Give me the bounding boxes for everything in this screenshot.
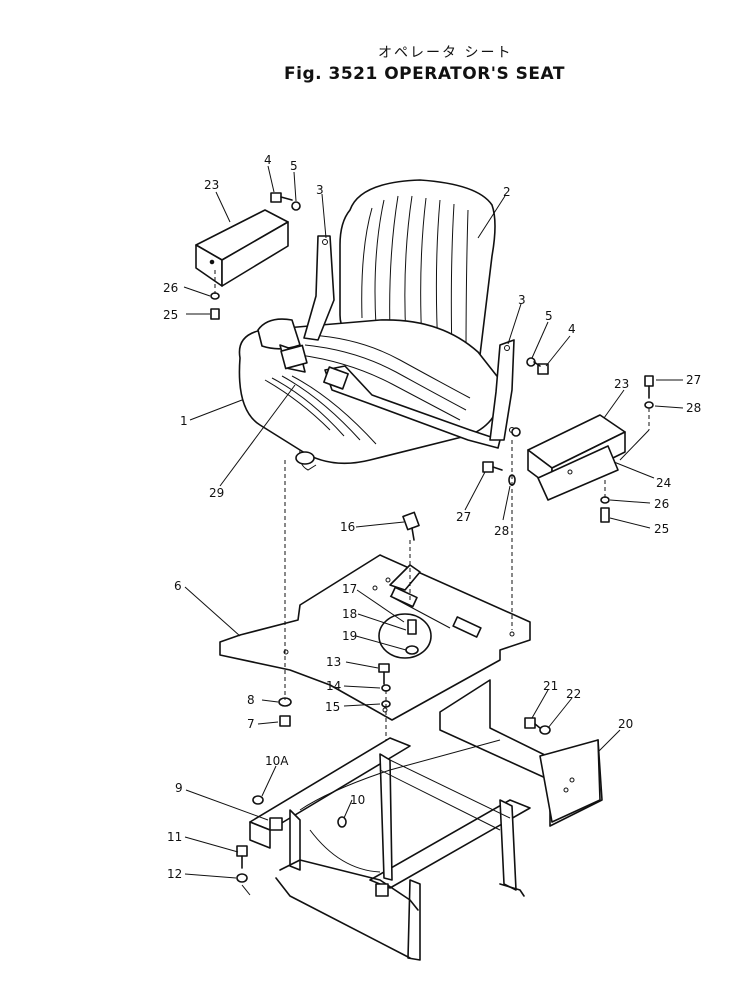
callout-10: 10 <box>350 793 365 807</box>
callout-8: 8 <box>247 693 255 707</box>
callout-5-left: 5 <box>290 159 298 173</box>
callout-7: 7 <box>247 717 255 731</box>
left-bracket <box>303 235 335 341</box>
callout-27-right: 27 <box>686 373 701 387</box>
callout-15: 15 <box>325 700 340 714</box>
callout-23-right: 23 <box>614 377 629 391</box>
callout-9: 9 <box>175 781 183 795</box>
callout-26-left: 26 <box>163 281 178 295</box>
callout-6: 6 <box>174 579 182 593</box>
callout-3-right: 3 <box>518 293 526 307</box>
callout-22: 22 <box>566 687 581 701</box>
callout-13: 13 <box>326 655 341 669</box>
callout-10a: 10A <box>265 754 289 768</box>
callout-14: 14 <box>326 679 341 693</box>
callout-26-right: 26 <box>654 497 669 511</box>
callout-12: 12 <box>167 867 182 881</box>
callout-28-right: 28 <box>686 401 701 415</box>
callout-11: 11 <box>167 830 182 844</box>
callout-20: 20 <box>618 717 633 731</box>
callout-21: 21 <box>543 679 558 693</box>
callout-25-right: 25 <box>654 522 669 536</box>
callout-2: 2 <box>503 185 511 199</box>
callout-29: 29 <box>209 486 224 500</box>
title-japanese: オペレータ シート <box>378 45 512 61</box>
callout-3-left: 3 <box>316 183 324 197</box>
callout-28-middle: 28 <box>494 524 509 538</box>
callout-24: 24 <box>656 476 671 490</box>
callout-25-left: 25 <box>163 308 178 322</box>
armrest-right <box>527 414 626 501</box>
armrest-left <box>195 209 289 287</box>
leader-lines <box>183 165 684 879</box>
callout-16: 16 <box>340 520 355 534</box>
callout-labels: 1 2 3 3 4 4 5 5 6 7 8 9 10 10A 11 12 13 … <box>163 153 701 881</box>
key-part <box>402 511 420 541</box>
figure-title: Fig. 3521 OPERATOR'S SEAT <box>284 64 565 84</box>
seat-belt <box>257 318 501 449</box>
floor-plate <box>219 554 531 721</box>
callout-4-right: 4 <box>568 322 576 336</box>
callout-1: 1 <box>180 414 188 428</box>
assembly-lines <box>214 270 650 896</box>
callout-5-right: 5 <box>545 309 553 323</box>
callout-23-left: 23 <box>204 178 219 192</box>
hardware-bolts <box>210 192 654 523</box>
base-frame <box>236 737 531 961</box>
callout-18: 18 <box>342 607 357 621</box>
callout-19: 19 <box>342 629 357 643</box>
callout-4-left: 4 <box>264 153 272 167</box>
callout-27-middle: 27 <box>456 510 471 524</box>
callout-17: 17 <box>342 582 357 596</box>
cover-plate <box>439 679 603 827</box>
